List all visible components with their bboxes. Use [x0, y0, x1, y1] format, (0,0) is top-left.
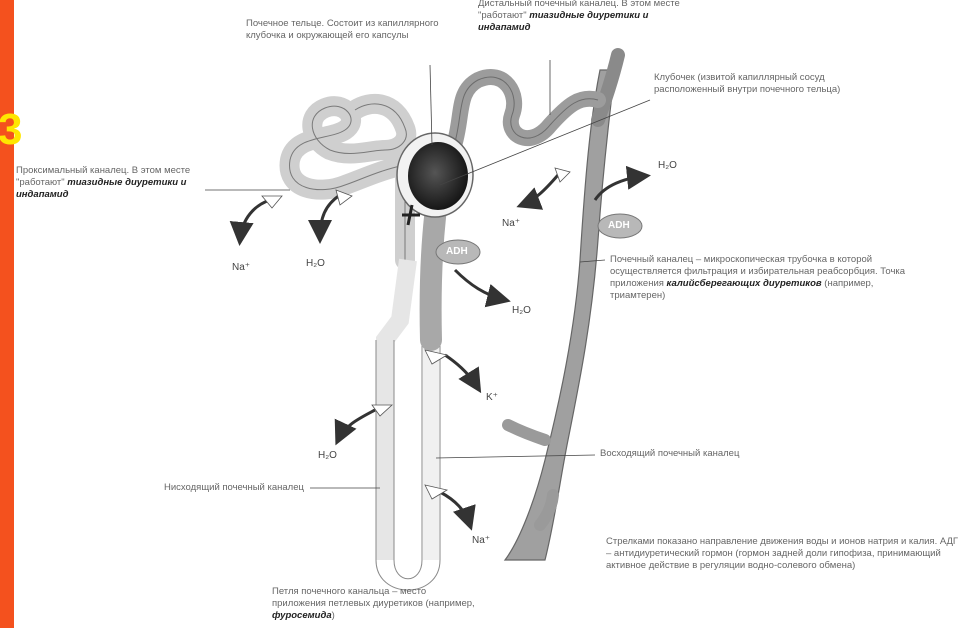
arrow-h2o-ascending	[455, 270, 505, 300]
arrow-h2o-proximal	[320, 195, 340, 238]
label-glomerulus: Клубочек (извитой капиллярный сосуд расп…	[654, 72, 894, 96]
duct-branch-low	[508, 425, 545, 440]
label-corpuscle: Почечное тельце. Состоит из капиллярного…	[246, 18, 461, 42]
label-ascending: Восходящий почечный каналец	[600, 448, 740, 460]
ion-h2o-collecting: H₂O	[658, 160, 677, 171]
ion-h2o-ascending: H₂O	[512, 305, 531, 316]
henle-loop-descending	[385, 260, 408, 560]
arrow-na-proximal	[240, 200, 270, 240]
label-distal: Дистальный почечный каналец. В этом мест…	[478, 0, 698, 34]
ion-h2o-descending: H₂O	[318, 450, 337, 461]
glomerulus	[408, 142, 468, 210]
ion-h2o-proximal: H₂O	[306, 258, 325, 269]
ion-na-distal: Na⁺	[502, 218, 520, 229]
arrow-na-distal	[522, 175, 558, 205]
label-collecting: Почечный каналец – микроскопическая труб…	[610, 254, 930, 302]
label-loop-bold: фуросемида	[272, 610, 332, 621]
label-note: Стрелками показано направление движения …	[606, 536, 964, 572]
label-descending: Нисходящий почечный каналец	[164, 482, 304, 494]
label-loop: Петля почечного канальца – место приложе…	[272, 586, 482, 622]
label-loop-lead: Петля почечного канальца – место приложе…	[272, 586, 475, 609]
label-proximal: Проксимальный каналец. В этом месте "раб…	[16, 165, 211, 201]
arrow-k-ascending	[445, 355, 478, 388]
adh-label-right: ADH	[608, 220, 630, 231]
ion-k-ascending: K⁺	[486, 392, 498, 403]
arrow-h2o-descending	[338, 410, 375, 440]
ion-na-proximal: Na⁺	[232, 262, 250, 273]
adh-label-left: ADH	[446, 246, 468, 257]
ion-na-loop: Na⁺	[472, 535, 490, 546]
label-collecting-bold: калийсберегающих диуретиков	[667, 278, 822, 289]
label-loop-tail: )	[332, 610, 335, 621]
arrow-na-loop	[440, 492, 470, 525]
